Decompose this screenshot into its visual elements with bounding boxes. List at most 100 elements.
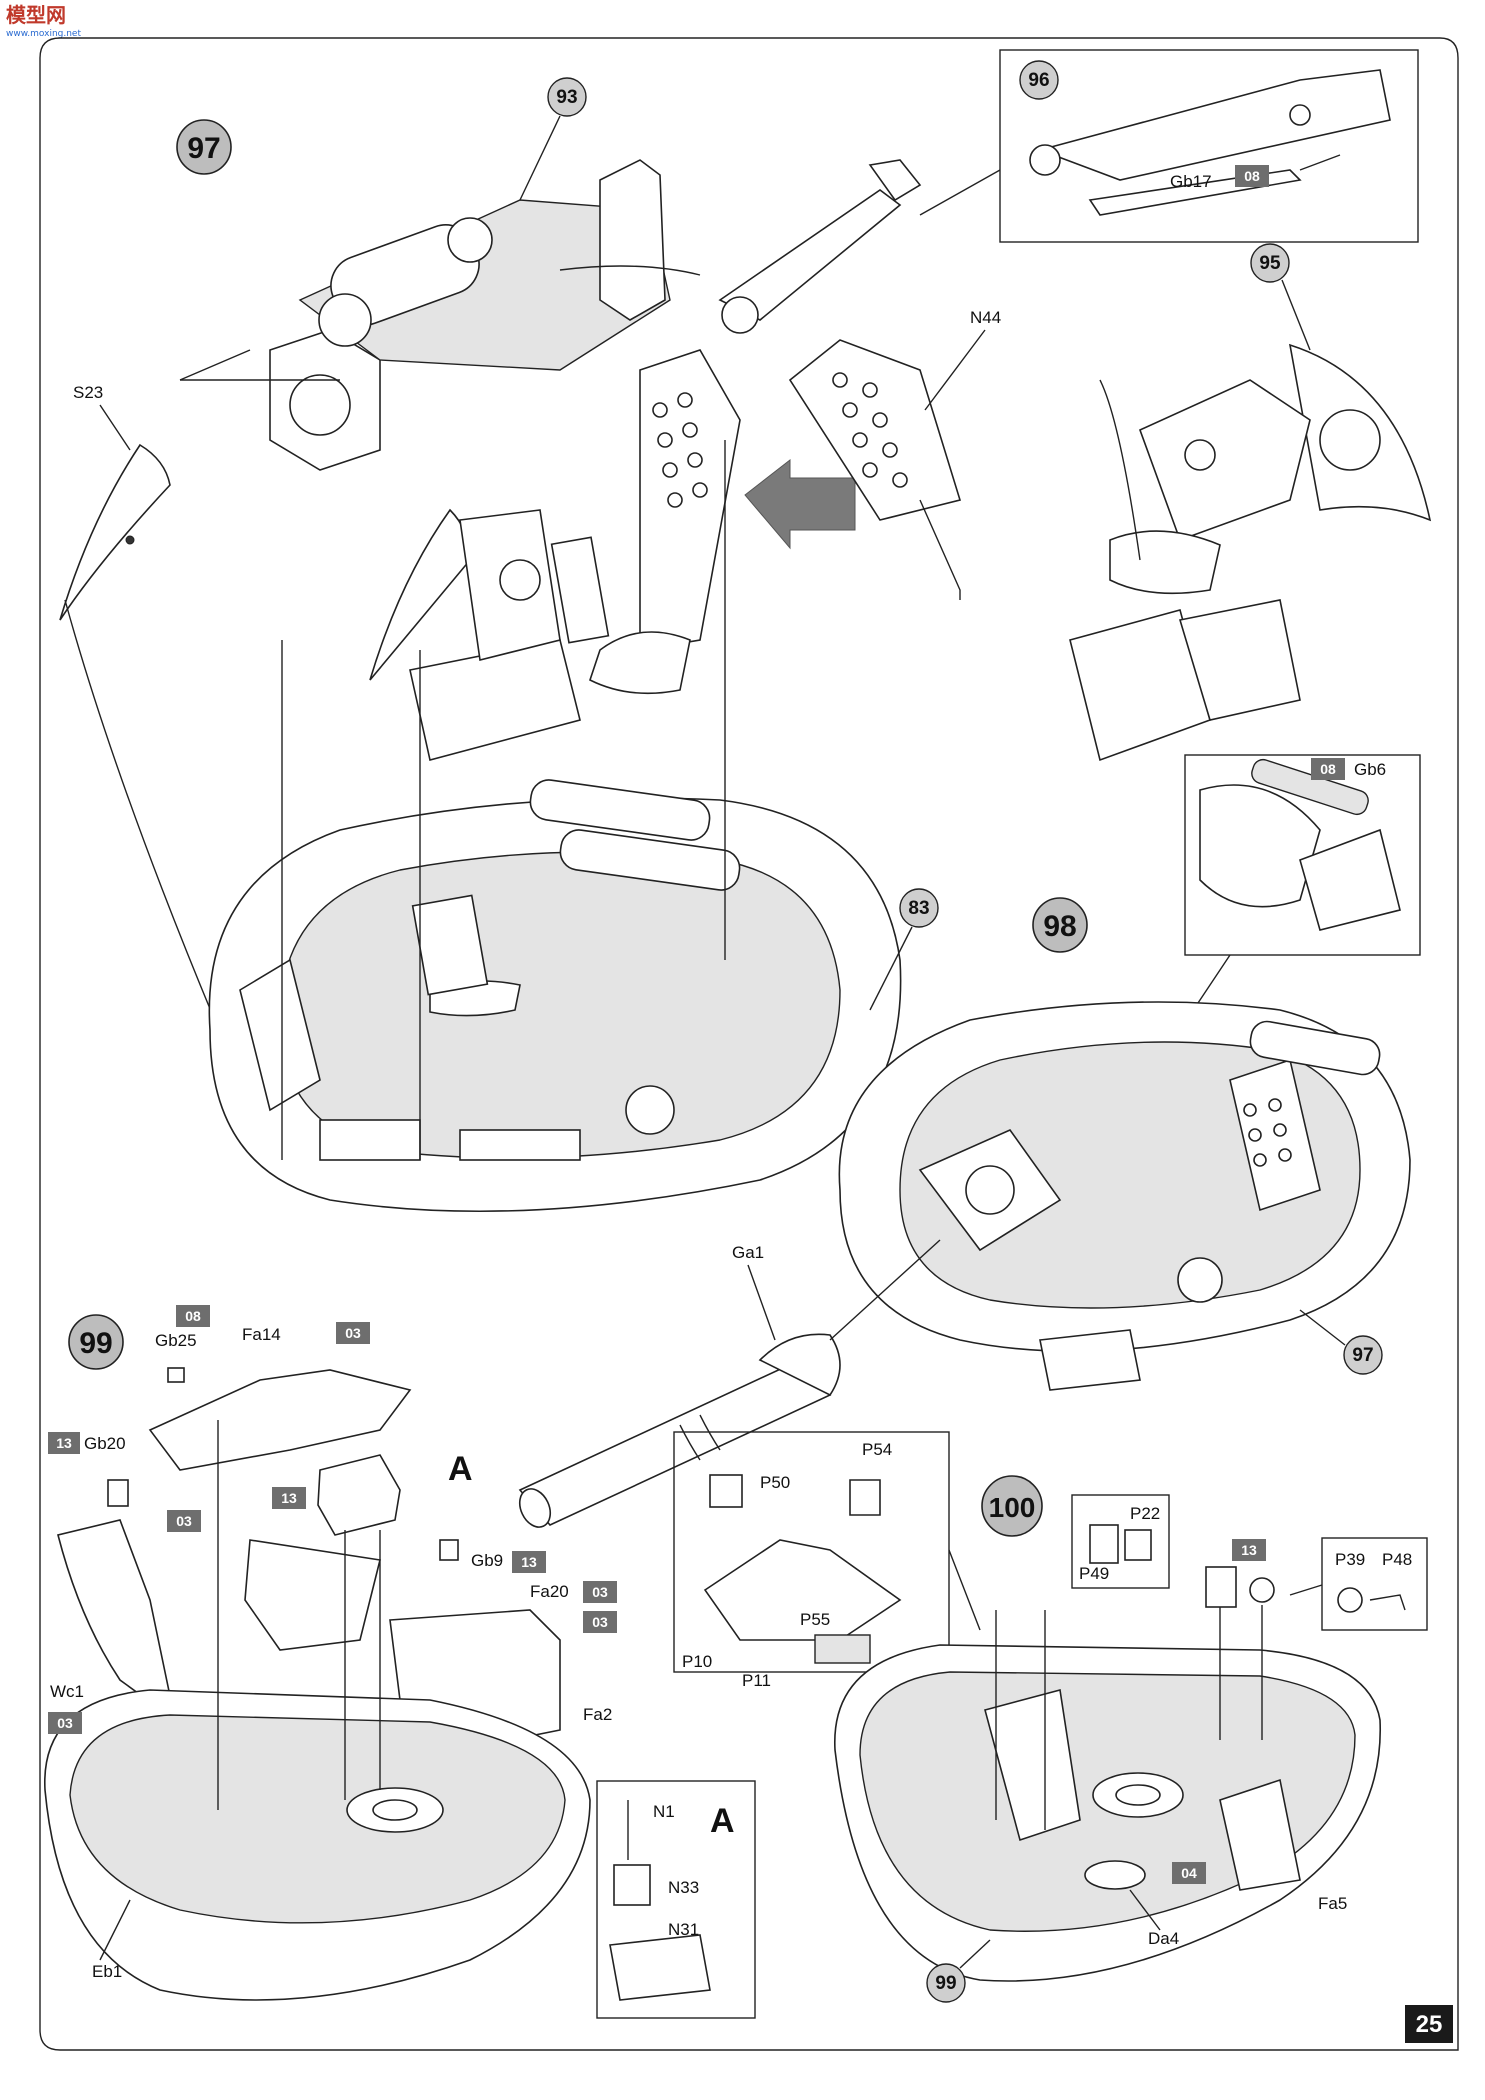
step-97-label: 97 [187, 132, 220, 165]
callout-99b-label: 99 [935, 1973, 956, 1994]
sprue-gb17-label: 08 [1244, 168, 1260, 184]
part-Ga1: Ga1 [732, 1243, 764, 1262]
assembled-turret [838, 1001, 1411, 1391]
part-Fa5: Fa5 [1318, 1894, 1347, 1913]
gunner-seat-assembly [409, 349, 741, 761]
part-N44: N44 [970, 308, 1001, 327]
step-99-diagram: 99 08 Gb25 Fa14 03 13 Gb20 A 13 03 Wc1 G… [44, 1305, 756, 2019]
gb9-part [439, 1539, 459, 1561]
part-Fa20: Fa20 [530, 1582, 569, 1601]
sprue-gb25-label: 08 [185, 1308, 201, 1324]
step-98-diagram: 98 08 Gb6 97 [518, 754, 1421, 1528]
logo-text: 模型网 [6, 3, 66, 27]
barrel-ga1 [518, 1333, 841, 1528]
fa14-part [148, 1369, 412, 1471]
part-P49: P49 [1079, 1564, 1109, 1583]
sprue-wc1-label: 03 [176, 1513, 192, 1529]
sprue-a-label: 13 [281, 1490, 297, 1506]
turret-shell-99 [834, 1605, 1381, 1982]
sprue-fa14-label: 03 [345, 1325, 361, 1341]
sprue-fa5-label: 04 [1181, 1865, 1197, 1881]
part-P50: P50 [760, 1473, 790, 1492]
step-98-label: 98 [1043, 910, 1076, 943]
gb25-part [167, 1367, 185, 1383]
part-Gb9: Gb9 [471, 1551, 503, 1570]
mantlet-assembly-95 [1069, 343, 1432, 762]
coax-mg-part [718, 159, 922, 334]
gb20-part [107, 1479, 129, 1507]
step-99-badge [68, 1314, 124, 1370]
callout-83-label: 83 [908, 898, 929, 919]
callout-97b-label: 97 [1352, 1345, 1373, 1366]
callout-95 [1250, 243, 1290, 283]
sprue-eb1-label: 03 [57, 1715, 73, 1731]
callout-96 [1019, 60, 1059, 100]
inset-p39: P39 P48 [1321, 1537, 1428, 1631]
callout-83 [899, 888, 939, 928]
sub-assembly-A-label: A [448, 1450, 473, 1488]
inset-A-label: A [710, 1802, 735, 1840]
sprue-gb6-label: 08 [1320, 761, 1336, 777]
inset-gb6: 08 Gb6 [1184, 754, 1421, 956]
step-97-badge [176, 119, 232, 175]
sprue-badge-gb9 [512, 1551, 546, 1573]
step-99-label: 99 [79, 1327, 112, 1360]
gun-breech-assembly [179, 159, 671, 471]
part-Gb20: Gb20 [84, 1434, 126, 1453]
step-100-diagram: 100 P50 P54 P10 P55 P11 P22 P49 13 [673, 1431, 1428, 2003]
part-P22: P22 [1130, 1504, 1160, 1523]
inset-A: A N1 N33 N31 [596, 1780, 756, 2019]
part-P54: P54 [862, 1440, 892, 1459]
logo-subtext: www.moxing.net [6, 29, 81, 39]
step-97-diagram: 97 93 S23 [59, 49, 1432, 1213]
callout-93-label: 93 [556, 87, 577, 108]
part-P48: P48 [1382, 1550, 1412, 1569]
part-Gb25: Gb25 [155, 1331, 197, 1350]
inset-p22: P22 P49 [1071, 1494, 1170, 1589]
part-N1: N1 [653, 1802, 675, 1821]
p-small-part [1205, 1566, 1237, 1608]
part-Da4: Da4 [1148, 1929, 1179, 1948]
part-Gb17: Gb17 [1170, 172, 1212, 191]
sprue-badge-fa20 [583, 1581, 617, 1603]
part-Fa2: Fa2 [583, 1705, 612, 1724]
turret-shell-eb1 [44, 1689, 591, 2001]
part-N31: N31 [668, 1920, 699, 1939]
side-panel [244, 1539, 381, 1651]
part-N33: N33 [668, 1878, 699, 1897]
step-100-badge [981, 1475, 1043, 1537]
page-number: 25 [1416, 2011, 1443, 2038]
sprue-badge-gb17 [1235, 165, 1269, 187]
turret-ring-base [208, 440, 902, 1213]
sprue-p22-label: 13 [1241, 1542, 1257, 1558]
sprue-badge-wc1 [167, 1510, 201, 1532]
part-Fa14: Fa14 [242, 1325, 281, 1344]
sprue-gb20-label: 13 [56, 1435, 72, 1451]
sprue-badge-eb1 [48, 1712, 82, 1734]
part-P10: P10 [682, 1652, 712, 1671]
callout-93 [547, 77, 587, 117]
sprue-fa20-label: 03 [592, 1584, 608, 1600]
assembly-A-part [317, 1454, 401, 1536]
part-P39: P39 [1335, 1550, 1365, 1569]
part-P11: P11 [742, 1671, 771, 1690]
inset-p-parts: P50 P54 P10 P55 P11 [673, 1431, 950, 1690]
sprue-badge-fa2 [583, 1611, 617, 1633]
part-Eb1: Eb1 [92, 1962, 122, 1981]
side-plate-s23 [59, 443, 171, 621]
sprue-gb9-label: 13 [521, 1554, 537, 1570]
page-frame [39, 37, 1459, 2051]
callout-96-label: 96 [1028, 70, 1049, 91]
page-number-badge [1405, 2005, 1453, 2043]
part-P55: P55 [800, 1610, 830, 1629]
sprue-badge-gb25 [176, 1305, 210, 1327]
direction-arrow [744, 458, 856, 550]
callout-99b [926, 1963, 966, 2003]
part-S23: S23 [73, 383, 103, 402]
part-Wc1: Wc1 [50, 1682, 84, 1701]
sprue-badge-p22 [1232, 1539, 1266, 1561]
step-98-badge [1032, 897, 1088, 953]
callout-97b [1343, 1335, 1383, 1375]
sprue-fa2-label: 03 [592, 1614, 608, 1630]
